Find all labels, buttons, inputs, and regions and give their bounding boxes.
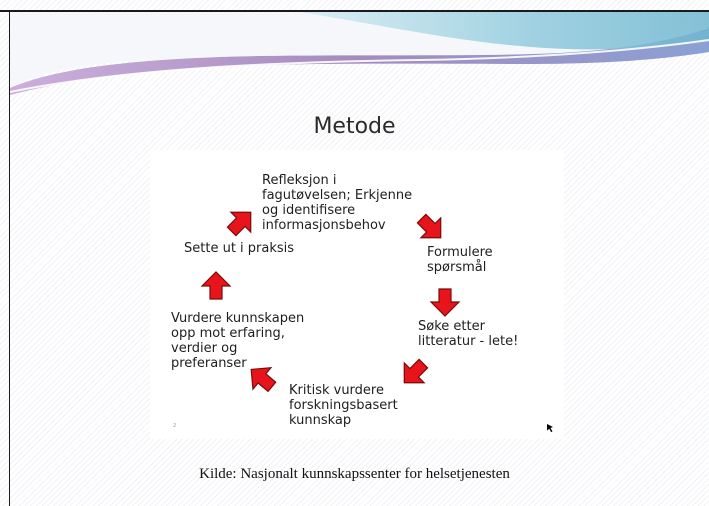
step-vurdere: Vurdere kunnskapen opp mot erfaring, ver… (171, 311, 305, 371)
header-decoration (9, 12, 709, 95)
slide-number-mark: 2 (173, 423, 177, 429)
arrow-soke-to-kritisk (393, 353, 434, 394)
top-border-line (0, 10, 709, 12)
step-formulere: Formulere spørsmål (427, 245, 493, 275)
slide-title: Metode (313, 114, 396, 139)
step-soke: Søke etter litteratur - lete! (418, 319, 519, 349)
source-caption: Kilde: Nasjonalt kunnskapssenter for hel… (199, 466, 510, 482)
step-kritisk: Kritisk vurdere forskningsbasert kunnska… (289, 383, 398, 428)
step-refleksjon: Refleksjon i fagutøvelsen; Erkjenne og i… (262, 173, 413, 233)
left-border-line (9, 10, 10, 506)
step-sette: Sette ut i praksis (184, 241, 295, 256)
arrow-refleksjon-to-formulere (411, 208, 452, 249)
arrow-vurdere-to-sette (201, 271, 231, 300)
cursor-icon (547, 424, 553, 432)
arrow-formulere-to-soke (430, 288, 460, 317)
arrow-sette-to-refleksjon (221, 201, 262, 242)
